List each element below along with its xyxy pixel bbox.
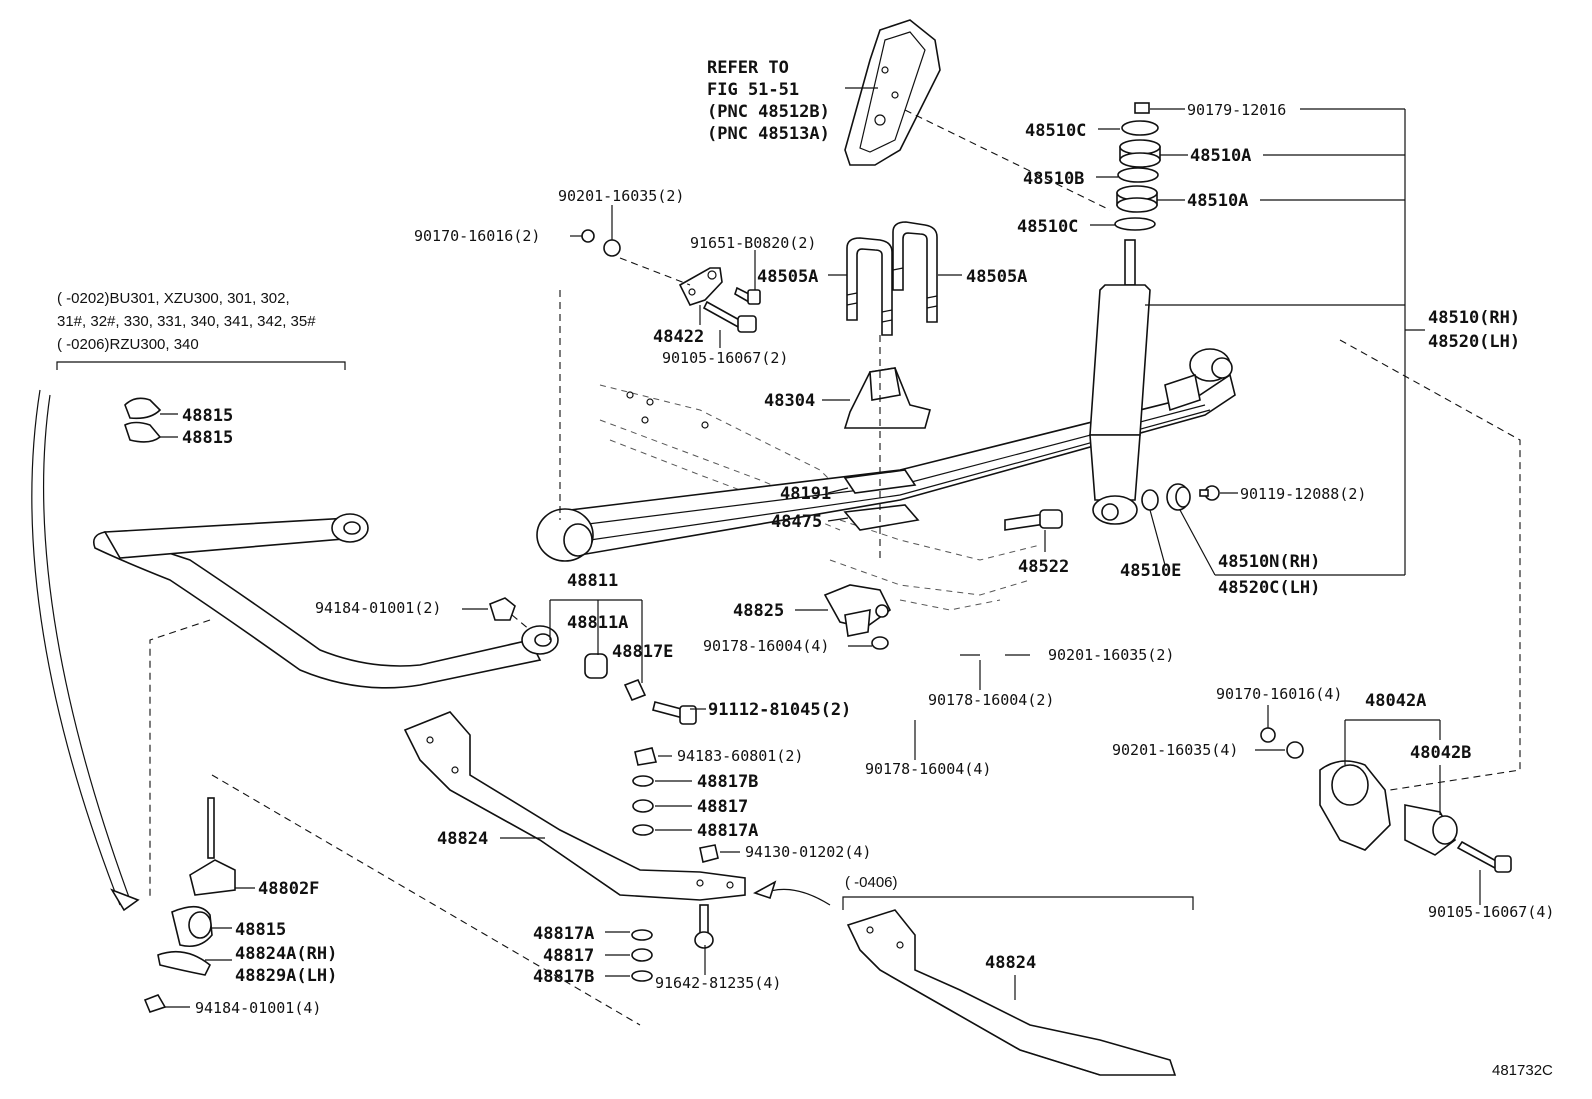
part-label: 48422 [653,327,704,347]
part-label: 90178-16004(4) [865,760,991,778]
spring-bracket-reference [844,19,1111,211]
part-label: 90105-16067(4) [1428,903,1554,921]
part-label: 48510C [1017,217,1078,237]
date-note: ( -0406) [845,874,898,891]
part-label: 48815 [235,920,286,940]
part-label: 48520C(LH) [1218,578,1320,598]
shock-lower-hardware [1004,483,1220,531]
u-bolts [846,221,938,336]
part-label: 48817B [533,967,594,987]
app-note-line-2: 31#, 32#, 330, 331, 340, 341, 342, 35# [57,313,316,330]
part-label: 48815 [182,428,233,448]
part-label: 90201-16035(4) [1112,741,1238,759]
leader-lines [56,108,1481,1008]
ref-note-line-1: REFER TO [707,58,789,78]
part-label: 48817E [612,642,673,662]
part-label: 90178-16004(2) [928,691,1054,709]
figure-code: 481732C [1492,1062,1553,1079]
application-note: ( -0202)BU301, XZU300, 301, 302, 31#, 32… [57,290,316,353]
part-label: 90179-12016 [1187,101,1286,119]
part-label: 91642-81235(4) [655,974,781,992]
part-label: 48304 [764,391,815,411]
ref-note-line-3: (PNC 48512B) [707,102,830,122]
part-label: 48817B [697,772,758,792]
part-label: 48042A [1365,691,1426,711]
bushing-stack-top [632,747,719,863]
part-label: 48510B [1023,169,1084,189]
part-label: 94184-01001(4) [195,999,321,1017]
part-labels: 90179-12016 48510C 48510A 48510B 48510A … [182,101,1554,1017]
ref-note-line-2: FIG 51-51 [707,80,799,100]
bushing-48815-pair [124,397,162,443]
reference-note: REFER TO FIG 51-51 (PNC 48512B) (PNC 485… [707,58,830,144]
part-label: 48825 [733,601,784,621]
stabilizer-bar [92,513,559,900]
part-label: 94130-01202(4) [745,843,871,861]
part-label: 48817A [697,821,758,841]
part-label: 90201-16035(2) [558,187,684,205]
stabilizer-link-hardware [489,597,697,725]
shock-top-hardware [1114,102,1161,231]
spring-spacer-stack [843,335,931,560]
part-label: 90201-16035(2) [1048,646,1174,664]
part-label: 48475 [771,512,822,532]
spring-shackle [1260,339,1521,873]
shock-absorber [1089,239,1151,525]
part-label: 48815 [182,406,233,426]
part-label: 48505A [757,267,818,287]
part-label: 48811A [567,613,628,633]
part-label: 90170-16016(4) [1216,685,1342,703]
part-label: 48522 [1018,557,1069,577]
bracket-48422 [559,229,761,520]
bushing-stack-bottom [631,904,714,982]
part-label: 48510C [1025,121,1086,141]
part-label: 48510(RH) [1428,308,1520,328]
part-label: 48520(LH) [1428,332,1520,352]
part-label: 48817 [543,946,594,966]
part-label: 90170-16016(2) [414,227,540,245]
part-label: 48811 [567,571,618,591]
part-label: 94183-60801(2) [677,747,803,765]
part-label: 48510A [1187,191,1248,211]
part-label: 94184-01001(2) [315,599,441,617]
part-label: 90119-12088(2) [1240,485,1366,503]
part-label: 48817 [697,797,748,817]
part-label: 48042B [1410,743,1471,763]
part-label: 48829A(LH) [235,966,337,986]
spring-clamp [823,584,892,650]
part-label: 48824 [437,829,488,849]
part-label: 48802F [258,879,319,899]
part-label: 91651-B0820(2) [690,234,816,252]
part-label: 90178-16004(4) [703,637,829,655]
part-label: 48510E [1120,561,1181,581]
crossmember-48824 [211,711,746,1026]
stabilizer-link-lower [31,389,236,1013]
part-label: 48191 [780,484,831,504]
ref-note-line-4: (PNC 48513A) [707,124,830,144]
part-label: 90105-16067(2) [662,349,788,367]
crossmember-alt-48824 [753,880,1177,1076]
part-label: 48817A [533,924,594,944]
app-note-line-3: ( -0206)RZU300, 340 [57,336,199,353]
app-note-line-1: ( -0202)BU301, XZU300, 301, 302, [57,290,290,307]
part-label: 48510A [1190,146,1251,166]
part-label: 48824 [985,953,1036,973]
part-label: 48824A(RH) [235,944,337,964]
part-label: 91112-81045(2) [708,700,851,720]
part-label: 48510N(RH) [1218,552,1320,572]
part-label: 48505A [966,267,1027,287]
